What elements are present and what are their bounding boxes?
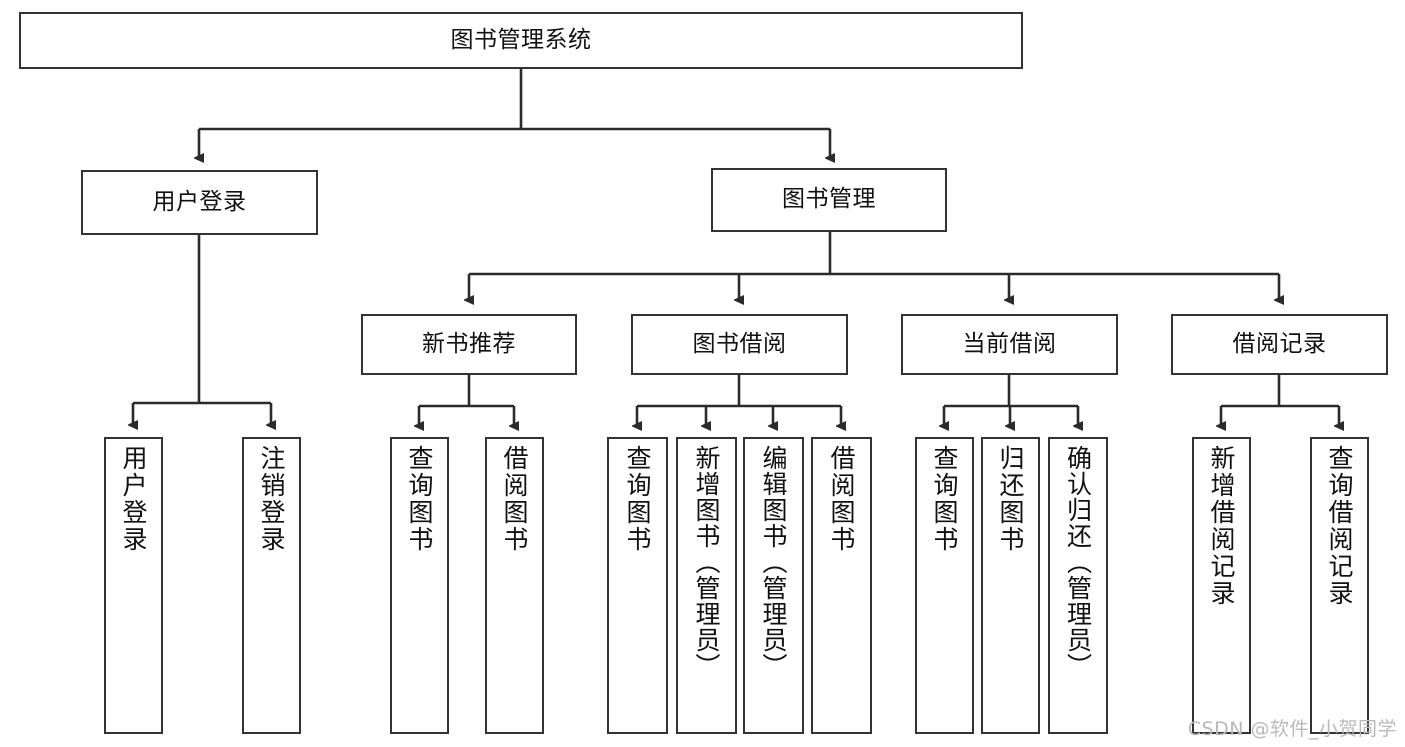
- node-label: 新增借阅记录: [1207, 445, 1236, 607]
- node-user-login[interactable]: 用户登录: [81, 170, 318, 235]
- node-label: 用户登录: [152, 188, 247, 215]
- leaf-current-return-book[interactable]: 归还图书: [981, 437, 1040, 734]
- node-root-system[interactable]: 图书管理系统: [19, 12, 1023, 69]
- node-label: 借阅图书: [827, 445, 856, 553]
- leaf-borrow-query-book[interactable]: 查询图书: [607, 437, 668, 734]
- node-new-book-recommend[interactable]: 新书推荐: [361, 314, 577, 375]
- node-label: 图书管理: [782, 186, 876, 213]
- node-borrow-records[interactable]: 借阅记录: [1171, 314, 1388, 375]
- node-label: 用户登录: [119, 445, 148, 553]
- leaf-current-query-book[interactable]: 查询图书: [915, 437, 974, 734]
- node-label: 查询图书: [623, 445, 652, 553]
- node-label: 新增图书（管理员）: [692, 445, 721, 679]
- node-label: 注销登录: [257, 445, 286, 553]
- leaf-borrow-borrow-book[interactable]: 借阅图书: [811, 437, 872, 734]
- node-book-management[interactable]: 图书管理: [711, 168, 947, 232]
- node-label: 查询图书: [405, 445, 434, 553]
- node-label: 查询图书: [930, 445, 959, 553]
- node-label: 图书管理系统: [450, 26, 592, 53]
- node-label: 查询借阅记录: [1325, 445, 1354, 607]
- node-current-borrow[interactable]: 当前借阅: [901, 314, 1118, 375]
- leaf-records-add-record[interactable]: 新增借阅记录: [1192, 437, 1251, 734]
- watermark-text: CSDN @软件_小贺同学: [1187, 718, 1397, 740]
- leaf-borrow-add-book-admin[interactable]: 新增图书（管理员）: [676, 437, 737, 734]
- leaf-recommend-borrow-book[interactable]: 借阅图书: [485, 437, 544, 734]
- node-label: 图书借阅: [692, 330, 787, 357]
- node-book-borrow[interactable]: 图书借阅: [631, 314, 848, 375]
- node-label: 借阅图书: [500, 445, 529, 553]
- node-label: 借阅记录: [1232, 330, 1327, 357]
- node-label: 当前借阅: [962, 330, 1057, 357]
- leaf-records-query-record[interactable]: 查询借阅记录: [1310, 437, 1369, 734]
- node-label: 编辑图书（管理员）: [759, 445, 788, 679]
- leaf-recommend-query-book[interactable]: 查询图书: [390, 437, 449, 734]
- leaf-user-login-logout[interactable]: 注销登录: [242, 437, 301, 734]
- node-label: 归还图书: [996, 445, 1025, 553]
- leaf-borrow-edit-book-admin[interactable]: 编辑图书（管理员）: [743, 437, 804, 734]
- node-label: 确认归还（管理员）: [1063, 445, 1093, 679]
- node-label: 新书推荐: [422, 330, 516, 357]
- leaf-current-confirm-return-admin[interactable]: 确认归还（管理员）: [1048, 437, 1108, 734]
- leaf-user-login-login[interactable]: 用户登录: [104, 437, 163, 734]
